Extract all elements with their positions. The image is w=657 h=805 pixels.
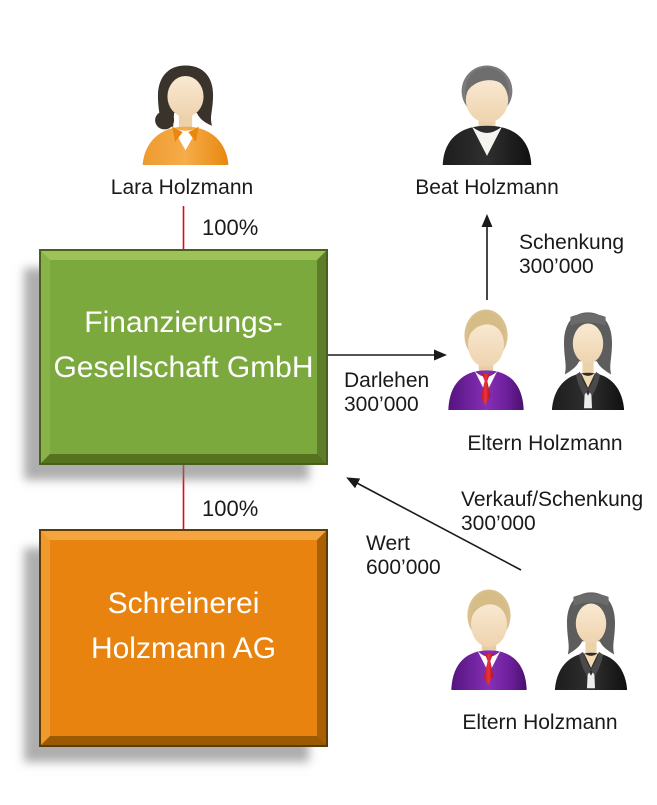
verkauf-schenkung-label: Verkauf/Schenkung 300’000 bbox=[461, 488, 644, 535]
finanzierungsgesellschaft-box: Finanzierungs- Gesellschaft GmbH bbox=[39, 249, 328, 465]
darlehen-label: Darlehen 300’000 bbox=[344, 369, 430, 416]
finanzierungsgesellschaft-name-line1: Finanzierungs- bbox=[84, 306, 283, 339]
schreinerei-box: Schreinerei Holzmann AG bbox=[39, 529, 328, 747]
beat-holzmann-label: Beat Holzmann bbox=[415, 176, 559, 199]
eltern-holzmann-top-label: Eltern Holzmann bbox=[467, 432, 623, 455]
ownership-top-label: 100% bbox=[202, 215, 259, 240]
ownership-bottom-label: 100% bbox=[202, 496, 259, 521]
eltern-holzmann-bottom-label: Eltern Holzmann bbox=[462, 711, 618, 734]
woman-orange-avatar-icon bbox=[138, 60, 233, 165]
wert-label: Wert 600’000 bbox=[366, 532, 441, 579]
finanzierungsgesellschaft-name-line2: Gesellschaft GmbH bbox=[53, 351, 314, 384]
man-purple-avatar-icon bbox=[449, 584, 529, 690]
lara-holzmann-label: Lara Holzmann bbox=[110, 176, 254, 199]
woman-black-avatar-icon bbox=[551, 588, 631, 690]
verkauf-arrow bbox=[346, 477, 522, 571]
schenkung-label: Schenkung 300’000 bbox=[519, 231, 625, 278]
schreinerei-name-line2: Holzmann AG bbox=[90, 632, 277, 665]
schreinerei-name-line1: Schreinerei bbox=[107, 587, 260, 620]
woman-black-avatar-icon bbox=[548, 308, 628, 410]
man-gray-avatar-icon bbox=[440, 60, 534, 165]
man-purple-avatar-icon bbox=[446, 304, 526, 410]
